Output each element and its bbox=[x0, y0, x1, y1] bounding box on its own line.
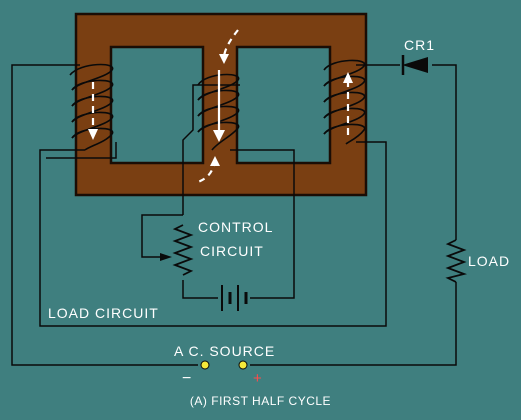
load-circuit-wire bbox=[39, 141, 387, 327]
rheostat-tap-wire bbox=[141, 214, 183, 258]
control-circuit-label-line2: CIRCUIT bbox=[200, 243, 264, 259]
circuit-wires bbox=[11, 64, 457, 366]
control-circuit-label-line1: CONTROL bbox=[198, 219, 273, 235]
center-winding bbox=[197, 73, 240, 151]
ac-source-terminal-negative bbox=[200, 360, 210, 370]
ac-source-terminal-positive bbox=[238, 360, 248, 370]
source-loop-left-wire bbox=[11, 64, 198, 366]
left-winding bbox=[69, 63, 114, 151]
flux-arrow-center-top bbox=[222, 29, 239, 59]
figure-caption: (A) FIRST HALF CYCLE bbox=[189, 394, 332, 408]
load-circuit-label: LOAD CIRCUIT bbox=[48, 305, 159, 321]
flux-arrows bbox=[88, 29, 353, 184]
rheostat-wiper-arrow bbox=[160, 253, 172, 261]
plus-sign: + bbox=[253, 370, 262, 387]
right-winding bbox=[323, 59, 366, 145]
battery bbox=[221, 285, 248, 311]
control-circuit-wire-2 bbox=[182, 280, 218, 299]
ac-source-label: A C. SOURCE bbox=[174, 343, 275, 359]
load-return-wire bbox=[250, 282, 457, 366]
load-branch-wire bbox=[432, 64, 457, 240]
control-circuit-wire bbox=[182, 84, 240, 215]
diode-cr1 bbox=[401, 55, 428, 75]
control-circuit-wire-3 bbox=[230, 149, 295, 299]
diode-label: CR1 bbox=[404, 37, 435, 53]
rheostat bbox=[172, 224, 194, 276]
minus-sign: − bbox=[182, 370, 192, 387]
load-circuit-series-wire bbox=[46, 142, 117, 159]
load-resistor bbox=[445, 239, 468, 283]
load-label: LOAD bbox=[468, 253, 510, 269]
